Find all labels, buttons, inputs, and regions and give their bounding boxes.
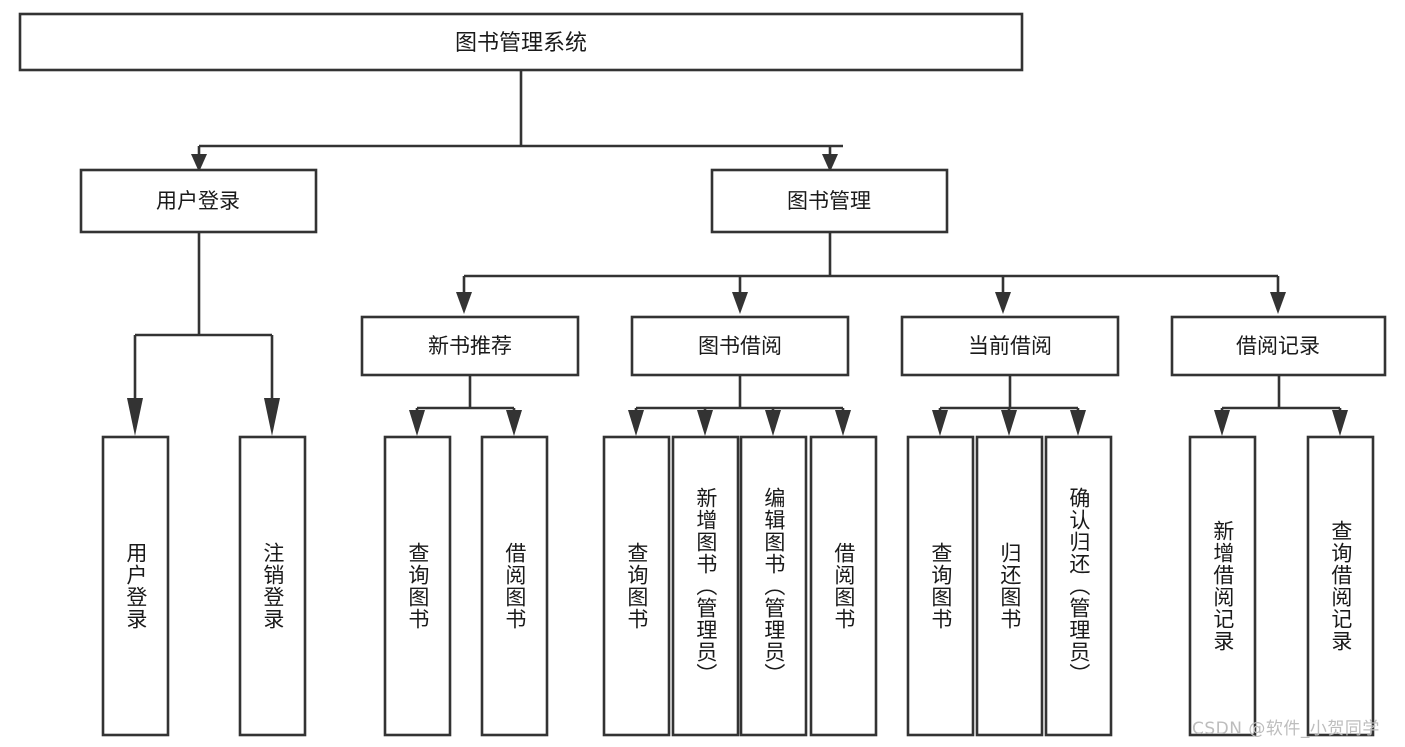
- node-leaf-add-book-box[interactable]: [671, 435, 740, 737]
- arrow-root-to-book-manage: [822, 154, 838, 172]
- arrow-root-to-user-login: [191, 154, 207, 172]
- node-current-borrow-label: 当前借阅: [968, 334, 1052, 358]
- node-leaf-borrow-book-1-box[interactable]: [480, 435, 549, 737]
- arrow-cb-leaf-1: [932, 410, 948, 436]
- arrow-nbr-leaf-2: [506, 410, 522, 436]
- arrow-user-login-leaf-2: [264, 398, 280, 436]
- node-layer: 图书管理系统 用户登录 图书管理 新书推荐 图书借阅: [18, 12, 1387, 737]
- node-leaf-user-login-box[interactable]: [101, 435, 170, 737]
- node-leaf-edit-book-box[interactable]: [739, 435, 808, 737]
- node-book-manage-label: 图书管理: [787, 189, 871, 213]
- arrow-br-leaf-2: [1332, 410, 1348, 436]
- arrow-bm-to-current-borrow: [995, 292, 1011, 314]
- node-user-login[interactable]: 用户登录: [79, 168, 318, 234]
- arrow-cb-leaf-2: [1001, 410, 1017, 436]
- node-user-login-box[interactable]: [79, 168, 318, 234]
- node-book-borrow-box[interactable]: [630, 315, 850, 377]
- node-leaf-query-book-2-box[interactable]: [602, 435, 671, 737]
- node-leaf-query-book-1-box[interactable]: [383, 435, 452, 737]
- node-current-borrow-box[interactable]: [900, 315, 1120, 377]
- arrow-bb-leaf-4: [835, 410, 851, 436]
- arrow-br-leaf-1: [1214, 410, 1230, 436]
- node-leaf-logout-box[interactable]: [238, 435, 307, 737]
- node-root[interactable]: 图书管理系统: [18, 12, 1024, 72]
- node-leaf-return-book-box[interactable]: [975, 435, 1044, 737]
- arrow-bm-to-book-borrow: [732, 292, 748, 314]
- node-root-box[interactable]: [18, 12, 1024, 72]
- arrow-bm-to-new-book-rec: [456, 292, 472, 314]
- node-book-manage[interactable]: 图书管理: [710, 168, 949, 234]
- node-borrow-record-box[interactable]: [1170, 315, 1387, 377]
- node-book-borrow-label: 图书借阅: [698, 334, 782, 358]
- node-current-borrow[interactable]: 当前借阅: [900, 315, 1120, 377]
- arrow-cb-leaf-3: [1070, 410, 1086, 436]
- node-leaf-query-record-box[interactable]: [1306, 435, 1375, 737]
- arrow-bb-leaf-1: [628, 410, 644, 436]
- node-book-borrow[interactable]: 图书借阅: [630, 315, 850, 377]
- node-user-login-label: 用户登录: [156, 189, 240, 213]
- node-leaf-borrow-book-2-box[interactable]: [809, 435, 878, 737]
- node-leaf-query-book-3-box[interactable]: [906, 435, 975, 737]
- node-leaf-confirm-return-box[interactable]: [1044, 435, 1113, 737]
- arrow-bb-leaf-2: [697, 410, 713, 436]
- arrow-user-login-leaf-1: [127, 398, 143, 436]
- arrow-bm-to-borrow-record: [1270, 292, 1286, 314]
- node-new-book-rec-label: 新书推荐: [428, 334, 512, 358]
- node-new-book-rec-box[interactable]: [360, 315, 580, 377]
- watermark-text: CSDN @软件_小贺同学: [1192, 719, 1380, 739]
- node-new-book-rec[interactable]: 新书推荐: [360, 315, 580, 377]
- node-book-manage-box[interactable]: [710, 168, 949, 234]
- arrow-bb-leaf-3: [765, 410, 781, 436]
- node-root-label: 图书管理系统: [455, 31, 587, 56]
- node-borrow-record[interactable]: 借阅记录: [1170, 315, 1387, 377]
- node-borrow-record-label: 借阅记录: [1236, 334, 1320, 358]
- node-leaf-add-record-box[interactable]: [1188, 435, 1257, 737]
- connector-layer: [127, 70, 1348, 436]
- arrow-nbr-leaf-1: [409, 410, 425, 436]
